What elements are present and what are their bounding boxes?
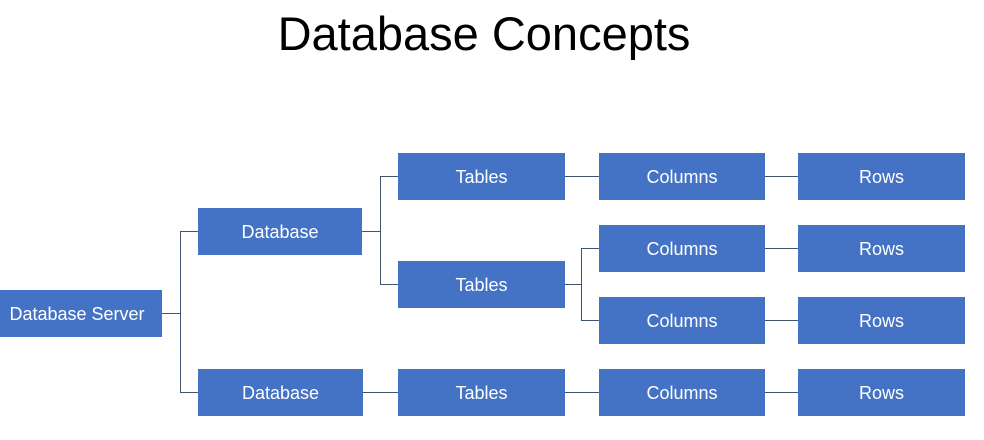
node-rows-2[interactable]: Rows <box>798 225 965 272</box>
page-title: Database Concepts <box>277 7 691 60</box>
node-rows-4[interactable]: Rows <box>798 369 965 416</box>
connector-tables2-to-columns2 <box>581 248 599 249</box>
connector-columns1-to-rows1 <box>765 176 798 177</box>
node-tables-1[interactable]: Tables <box>398 153 565 200</box>
connector-server-to-db1 <box>180 231 199 232</box>
node-tables-3[interactable]: Tables <box>398 369 565 416</box>
connector-server-to-db2 <box>180 392 199 393</box>
node-rows-1[interactable]: Rows <box>798 153 965 200</box>
connector-tables2-to-columns3 <box>581 320 599 321</box>
connector-columns2-to-rows2 <box>765 248 798 249</box>
connector-columns3-to-rows3 <box>765 320 798 321</box>
connector-tables3-to-columns4 <box>565 392 599 393</box>
node-database-server[interactable]: Database Server <box>0 290 162 337</box>
node-columns-3[interactable]: Columns <box>599 297 765 344</box>
connector-tables2-stem <box>565 284 582 285</box>
node-tables-2[interactable]: Tables <box>398 261 565 308</box>
node-columns-2[interactable]: Columns <box>599 225 765 272</box>
connector-db2-to-tables3 <box>363 392 398 393</box>
connector-db1-to-tables2 <box>380 284 399 285</box>
node-database-1[interactable]: Database <box>198 208 362 255</box>
connector-tables2-spine <box>581 248 582 321</box>
node-columns-1[interactable]: Columns <box>599 153 765 200</box>
node-database-2[interactable]: Database <box>198 369 363 416</box>
connector-server-spine <box>180 231 181 393</box>
connector-tables1-to-columns1 <box>565 176 599 177</box>
connector-db1-to-tables1 <box>380 176 399 177</box>
connector-columns4-to-rows4 <box>765 392 798 393</box>
connector-server-stem <box>162 313 181 314</box>
node-columns-4[interactable]: Columns <box>599 369 765 416</box>
connector-db1-spine <box>380 176 381 285</box>
node-rows-3[interactable]: Rows <box>798 297 965 344</box>
connector-db1-stem <box>362 231 381 232</box>
